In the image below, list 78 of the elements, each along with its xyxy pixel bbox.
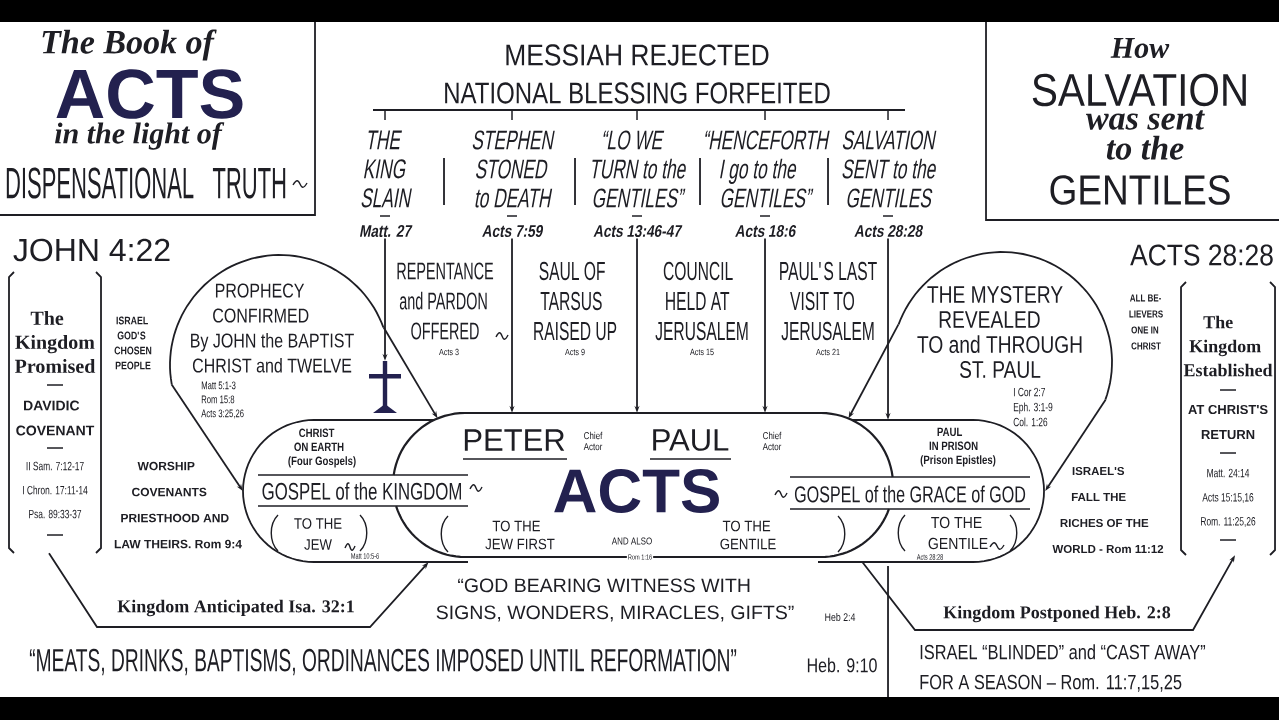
reference-text: Matt 5:1-3 Rom 15:8 Acts 3:25,26 [201, 381, 244, 419]
body-text: DAVIDIC COVENANT [16, 400, 95, 436]
reference-text: Acts 18:6 [735, 225, 797, 238]
note-text: SAUL OF TARSUS RAISED UP [534, 261, 617, 341]
title-text: SALVATION [1032, 73, 1246, 107]
title-text: ACTS [554, 469, 719, 513]
note-text: WORSHIP COVENANTS PRIESTHOOD AND LAW THEIRS. Rom 9:4 [114, 461, 242, 549]
edge-label: Kingdom Postponed Heb. 2:8 [942, 604, 1172, 624]
title-box [985, 21, 1279, 221]
event-text: SALVATION SENT to the GENTILES [842, 130, 937, 208]
reference-text: Acts 28:28 [916, 554, 943, 560]
title-text: ACTS [56, 69, 243, 119]
reference-text: Acts 13:46-47 [593, 224, 683, 238]
cross-icon [369, 361, 401, 413]
event-text: STEPHEN STONED to DEATH [472, 130, 555, 208]
edge-label: Kingdom Anticipated Isa. 32:1 [116, 598, 356, 618]
note-text: ALL BE- LIEVERS ONE IN CHRIST [1129, 294, 1163, 350]
reference-text: Acts 3 [439, 348, 459, 356]
reference-text: I Chron. 17:11-14 [23, 485, 88, 495]
body-text: TO THE JEW [294, 518, 342, 550]
body-text: The Kingdom Established [1183, 315, 1273, 377]
body-text: TO THE GENTILE [720, 520, 776, 550]
reference-text: Acts 9 [565, 348, 585, 356]
reference-text: I Cor 2:7 Eph. 3:1-9 Col. 1:26 [1013, 387, 1053, 427]
reference-text: Matt. 24:14 [1207, 468, 1250, 478]
body-text: TO THE JEW FIRST [485, 520, 555, 550]
arrow [1045, 398, 1107, 491]
body-text: The Kingdom Promised [15, 310, 96, 374]
caption-text: Chief Actor [762, 431, 782, 451]
title-box [0, 21, 316, 216]
gospel-text: GOSPEL of the KINGDOM [262, 482, 461, 500]
reference-text: Rom. 11:25,26 [1201, 517, 1256, 527]
reference-text: Acts 15 [690, 348, 714, 356]
body-text: AT CHRIST'S RETURN [1188, 404, 1268, 440]
title-text: in the light of [55, 122, 225, 150]
reference-text: Matt 10:5-6 [351, 553, 379, 559]
quote-text: ISRAEL “BLINDED” and “CAST AWAY” FOR A SEASON – Rom. 11:7,15,25 [920, 644, 1206, 692]
name-text: PETER [462, 429, 568, 460]
reference-text: Heb 2:4 [825, 612, 856, 622]
speech-bubble [169, 254, 385, 419]
heading: MESSIAH REJECTED [506, 44, 769, 66]
reference-text: Acts 7:59 [482, 225, 544, 238]
body-text: AND ALSO [611, 537, 652, 545]
event-text: “HENCEFORTH I go to the GENTILES” [705, 130, 830, 208]
caption-text: PAUL IN PRISON (Prison Epistles) [920, 427, 996, 467]
reference-text: II Sam. 7:12-17 [26, 461, 84, 471]
reference-text: Acts 15:15,16 [1202, 493, 1254, 503]
name-text: PAUL [649, 429, 732, 460]
heading: NATIONAL BLESSING FORFEITED [445, 82, 830, 104]
gospel-text: GOSPEL of the GRACE of GOD [794, 485, 1026, 503]
event-text: “LO WE TURN to the GENTILES” [592, 130, 686, 208]
title-text: was sent to the [1086, 110, 1205, 160]
note-text: ISRAEL'S FALL THE RICHES OF THE WORLD - Rom 11:12 [1052, 466, 1164, 554]
reference-text: Heb. 9:10 [807, 657, 877, 673]
quote-text: “GOD BEARING WITNESS WITH SIGNS, WONDERS, MIRACLES, GIFTS” [436, 578, 794, 622]
heading: ACTS 28:28 [1130, 244, 1273, 266]
bubble-text: THE MYSTERY REVEALED TO and THROUGH ST. PAUL [917, 286, 1082, 378]
note-text: ISRAEL GOD'S CHOSEN PEOPLE [114, 316, 152, 370]
title-text: GENTILES [1050, 175, 1230, 205]
note-text: REPENTANCE and PARDON OFFERED [397, 262, 494, 340]
reference-text: Matt. 27 [359, 225, 413, 238]
title-text: DISPENSATIONAL TRUTH [6, 167, 286, 199]
caption-text: Chief Actor [583, 431, 603, 451]
reference-text: Acts 21 [816, 348, 840, 356]
arrow [170, 383, 243, 491]
bubble-text: PROPHECY CONFIRMED By JOHN the BAPTIST CHRIST and TWELVE [191, 283, 354, 373]
speech-bubble [897, 251, 1113, 427]
title-text: How [1110, 38, 1170, 58]
caption-text: CHRIST ON EARTH (Four Gospels) [288, 428, 356, 468]
reference-text: Psa. 89:33-37 [29, 509, 82, 519]
note-text: COUNCIL HELD AT JERUSALEM [655, 261, 748, 341]
body-text: TO THE GENTILE [928, 516, 988, 550]
reference-text: Acts 28:28 [854, 225, 923, 238]
note-text: PAUL'S LAST VISIT TO JERUSALEM [780, 261, 877, 341]
heading: JOHN 4:22 [13, 238, 170, 262]
event-text: THE KING SLAIN [361, 130, 412, 208]
title-text: The Book of [42, 29, 217, 61]
quote-text: “MEATS, DRINKS, BAPTISMS, ORDINANCES IMPOSED UNTIL REFORMATION” [29, 648, 737, 676]
